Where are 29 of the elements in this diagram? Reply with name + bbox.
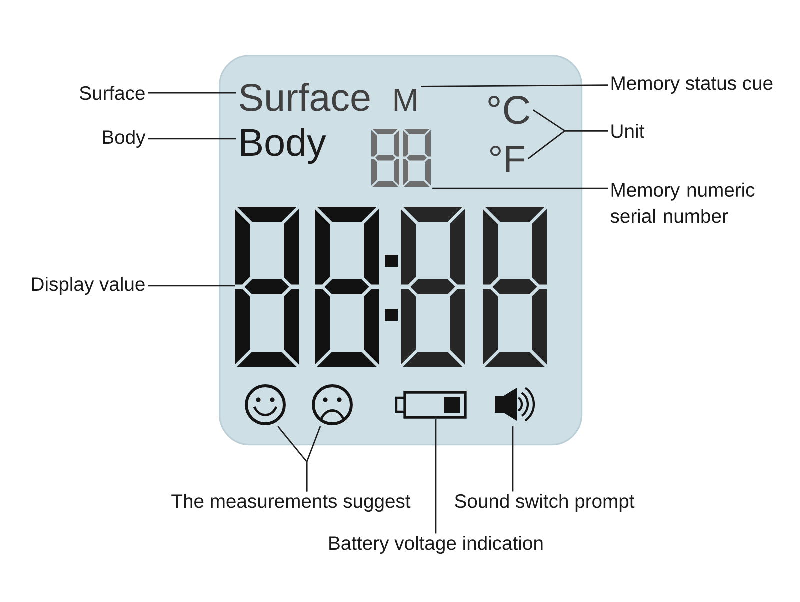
lcd-label: Surface bbox=[240, 83, 370, 112]
callout-label: Surface bbox=[80, 86, 145, 100]
leader-line bbox=[148, 138, 236, 140]
unit-symbol: °F bbox=[490, 146, 524, 172]
leader-line bbox=[148, 92, 236, 94]
callout-label: Battery voltage indication bbox=[330, 536, 543, 554]
callout-label: Unit bbox=[612, 124, 644, 138]
seven-segment-display bbox=[235, 207, 547, 367]
battery-icon bbox=[395, 391, 467, 419]
unit-symbol: °C bbox=[488, 96, 530, 124]
leader-line bbox=[432, 188, 608, 190]
callout-label: The measurements suggest bbox=[172, 494, 411, 512]
callout-label: Display value bbox=[32, 276, 145, 295]
leader-line bbox=[528, 130, 608, 160]
lcd-label: Body bbox=[241, 128, 326, 164]
callout-label: Memory numeric serial number bbox=[610, 182, 755, 224]
smiley-face-icon bbox=[245, 384, 286, 426]
sad-face-icon bbox=[312, 384, 353, 426]
callout-label: Memory status cue bbox=[612, 76, 773, 94]
leader-line bbox=[435, 420, 437, 534]
speaker-icon bbox=[495, 387, 536, 422]
leader-line bbox=[512, 426, 514, 492]
callout-label: Sound switch prompt bbox=[455, 494, 635, 512]
seven-segment-digits bbox=[372, 129, 431, 187]
leader-line bbox=[306, 426, 322, 492]
leader-line bbox=[148, 285, 235, 287]
leader-line bbox=[421, 84, 608, 88]
callout-label: Body bbox=[103, 130, 146, 148]
memory-indicator: M bbox=[394, 88, 416, 111]
